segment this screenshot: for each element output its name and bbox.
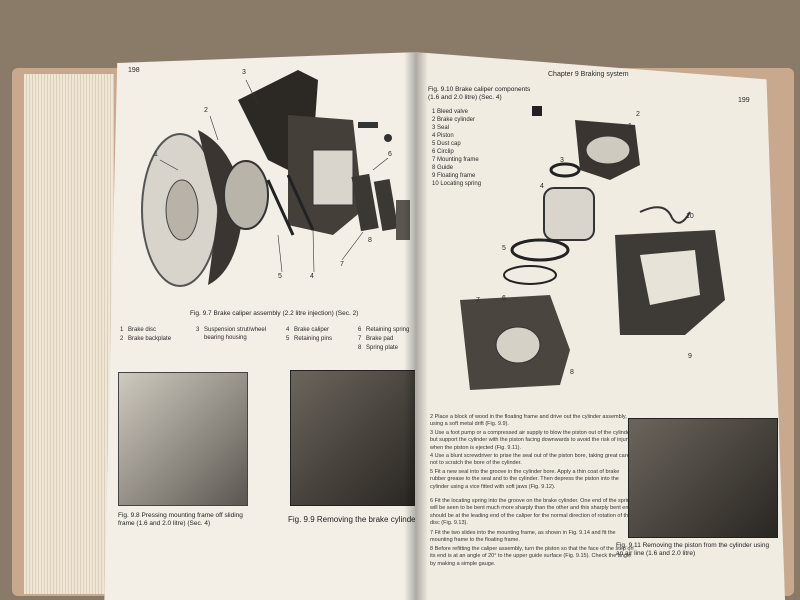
fig-9-8-photo bbox=[118, 372, 248, 506]
page-stack bbox=[24, 74, 114, 594]
legend-item: 6 Circlip bbox=[432, 149, 454, 155]
right-page-number: 199 bbox=[738, 97, 750, 104]
callout-2: 2 bbox=[636, 111, 640, 118]
legend-item: Brake pad bbox=[366, 336, 394, 342]
paragraph: 8 Before refitting the caliper assembly,… bbox=[430, 546, 634, 567]
callout-1: 1 bbox=[154, 151, 158, 158]
fig-9-10-legend: 1 Bleed valve 2 Brake cylinder 3 Seal 4 … bbox=[432, 108, 532, 198]
chapter-header: Chapter 9 Braking system bbox=[548, 71, 629, 78]
fig-9-9-caption: Fig. 9.9 Removing the brake cylinder bbox=[288, 515, 419, 524]
fig-9-10-title: Fig. 9.10 Brake caliper components (1.6 … bbox=[428, 86, 531, 101]
legend-item: 1 bbox=[120, 327, 124, 333]
callout-8: 8 bbox=[368, 237, 372, 244]
paragraph: 3 Use a foot pump or a compressed air su… bbox=[430, 430, 634, 451]
legend-item: 7 Mounting frame bbox=[432, 157, 479, 163]
fig-9-7-illustration: 1 2 3 4 5 6 7 8 bbox=[118, 60, 418, 300]
legend-item: 9 Floating frame bbox=[432, 173, 476, 179]
legend-item: 5 Dust cap bbox=[432, 141, 461, 147]
fig-9-11-photo bbox=[628, 418, 778, 538]
legend-item: Suspension strut/wheel bearing housing bbox=[204, 327, 267, 341]
callout-10: 10 bbox=[686, 213, 694, 220]
paragraph: 2 Place a block of wood in the floating … bbox=[430, 414, 627, 428]
callout-5: 5 bbox=[502, 245, 506, 252]
paragraph: 7 Fit the two slides into the mounting f… bbox=[430, 530, 616, 544]
fig-9-9-photo bbox=[290, 370, 416, 506]
callout-9: 9 bbox=[688, 353, 692, 360]
legend-item: Spring plate bbox=[366, 345, 399, 351]
paragraph: 5 Fit a new seal into the groove in the … bbox=[430, 469, 620, 490]
callout-7: 7 bbox=[340, 261, 344, 268]
callout-6: 6 bbox=[502, 295, 506, 302]
callout-8: 8 bbox=[570, 369, 574, 376]
callout-1: 1 bbox=[628, 123, 632, 130]
fig-9-10-illustration: 1 2 3 4 5 6 7 8 9 10 bbox=[440, 100, 760, 400]
fig-9-8-caption: Fig. 9.8 Pressing mounting frame off sli… bbox=[118, 512, 243, 527]
callout-6: 6 bbox=[388, 151, 392, 158]
callout-4: 4 bbox=[310, 273, 314, 280]
legend-item: Retaining pins bbox=[294, 336, 333, 342]
legend-item: 8 Guide bbox=[432, 165, 454, 171]
legend-item: 2 Brake cylinder bbox=[432, 117, 476, 123]
legend-item: Retaining spring bbox=[366, 327, 410, 333]
left-page-number: 198 bbox=[128, 67, 140, 74]
paragraph: 6 Fit the locating spring into the groov… bbox=[430, 498, 634, 526]
fig-9-11-caption: Fig. 9.11 Removing the piston from the c… bbox=[616, 542, 770, 557]
legend-item: 1 Bleed valve bbox=[432, 109, 469, 115]
callout-7: 7 bbox=[476, 297, 480, 304]
callout-3: 3 bbox=[560, 157, 564, 164]
legend-item: 4 Piston bbox=[432, 133, 454, 139]
fig-9-7-caption: Fig. 9.7 Brake caliper assembly (2.2 lit… bbox=[190, 310, 359, 317]
legend-item: 2 bbox=[120, 336, 124, 342]
legend-item: 10 Locating spring bbox=[432, 181, 482, 187]
legend-item: 4 bbox=[286, 327, 290, 333]
paragraph: 4 Use a blunt screwdriver to prise the s… bbox=[430, 453, 630, 467]
legend-item: 8 bbox=[358, 345, 362, 351]
callout-3: 3 bbox=[242, 69, 246, 76]
callout-5: 5 bbox=[278, 273, 282, 280]
legend-item: Brake disc bbox=[128, 327, 157, 333]
legend-item: 5 bbox=[286, 336, 290, 342]
legend-item: 3 bbox=[196, 327, 200, 333]
callout-2: 2 bbox=[204, 107, 208, 114]
book-gutter bbox=[404, 52, 428, 600]
fig-9-7-legend: 1 Brake disc 2 Brake backplate 3 Suspens… bbox=[120, 326, 410, 356]
legend-item: 6 bbox=[358, 327, 362, 333]
legend-item: Brake caliper bbox=[294, 327, 330, 333]
legend-item: 3 Seal bbox=[432, 125, 450, 131]
legend-item: 7 bbox=[358, 336, 362, 342]
callout-4: 4 bbox=[540, 183, 544, 190]
legend-item: Brake backplate bbox=[128, 336, 172, 342]
